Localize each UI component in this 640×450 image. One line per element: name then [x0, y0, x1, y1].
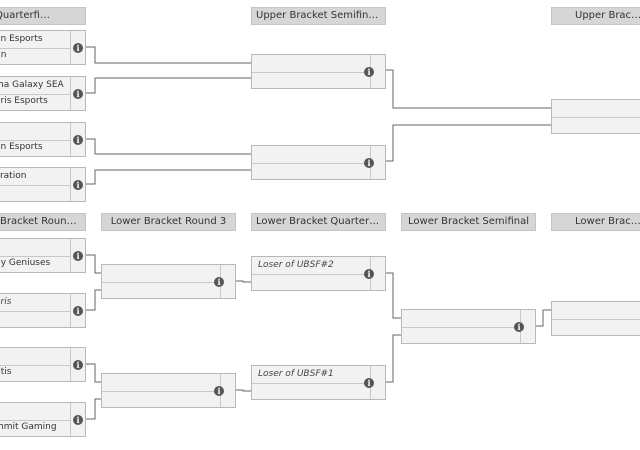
match-divider	[70, 403, 71, 436]
match-divider	[70, 31, 71, 64]
match-slot-team1	[102, 265, 221, 283]
info-icon[interactable]: i	[73, 180, 83, 190]
match-lower-r3-2: i	[101, 373, 236, 408]
team-name: un	[0, 50, 7, 60]
info-icon[interactable]: i	[73, 415, 83, 425]
match-upper-qf-4: cration i	[0, 167, 86, 202]
match-lower-qf-2: Loser of UBSF#1 i	[251, 365, 386, 400]
match-upper-final	[551, 99, 640, 134]
match-lower-r2-2: oris i	[0, 293, 86, 328]
header-upper-final: Upper Bracket	[551, 7, 640, 25]
match-divider	[70, 77, 71, 110]
match-slot-team2: on Esports	[0, 139, 71, 156]
info-icon[interactable]: i	[364, 269, 374, 279]
match-slot-team1: on Esports	[0, 31, 71, 49]
match-slot-team2: mmit Gaming	[0, 419, 71, 436]
match-slot-team2	[402, 326, 521, 343]
match-divider	[70, 123, 71, 156]
match-slot-team1: Loser of UBSF#1	[252, 366, 371, 384]
info-icon[interactable]: i	[214, 277, 224, 287]
match-divider	[70, 239, 71, 272]
header-upper-quarterfinals: Quarterfinals	[0, 7, 86, 25]
match-slot-team1: s	[0, 123, 71, 141]
info-icon[interactable]: i	[214, 386, 224, 396]
match-slot-team1	[102, 374, 221, 392]
match-slot-team1	[552, 302, 640, 320]
team-name: mmit Gaming	[0, 422, 57, 432]
match-slot-team1	[0, 403, 71, 421]
match-lower-r2-3: ntis i	[0, 347, 86, 382]
match-slot-team2	[102, 390, 221, 407]
match-slot-team1	[402, 310, 521, 328]
match-slot-team1: ma Galaxy SEA	[0, 77, 71, 95]
match-lower-r2-4: mmit Gaming i	[0, 402, 86, 437]
match-slot-team1	[252, 55, 371, 73]
info-icon[interactable]: i	[73, 43, 83, 53]
match-slot-team1	[552, 100, 640, 118]
match-slot-team1: cration	[0, 168, 71, 186]
match-slot-team2	[252, 162, 371, 179]
match-slot-team2	[0, 310, 71, 327]
match-slot-team2	[0, 184, 71, 201]
info-icon[interactable]: i	[73, 360, 83, 370]
info-icon[interactable]: i	[73, 306, 83, 316]
info-icon[interactable]: i	[364, 67, 374, 77]
team-name: ntis	[0, 367, 12, 377]
team-name: cration	[0, 171, 27, 181]
info-icon[interactable]: i	[514, 322, 524, 332]
header-upper-semifinals: Upper Bracket Semifinals	[251, 7, 386, 25]
team-name: Loser of UBSF#2	[258, 260, 334, 270]
match-lower-semifinal: i	[401, 309, 536, 344]
team-name: ma Galaxy SEA	[0, 80, 64, 90]
match-slot-team2	[552, 318, 640, 335]
info-icon[interactable]: i	[73, 135, 83, 145]
match-upper-qf-2: ma Galaxy SEA aris Esports i	[0, 76, 86, 111]
match-lower-qf-1: Loser of UBSF#2 i	[251, 256, 386, 291]
match-slot-team2	[252, 382, 371, 399]
team-name: Loser of UBSF#1	[258, 369, 334, 379]
match-divider	[70, 168, 71, 201]
match-slot-team1: Loser of UBSF#2	[252, 257, 371, 275]
match-slot-team2	[102, 281, 221, 298]
info-icon[interactable]: i	[73, 89, 83, 99]
match-upper-sf-2: i	[251, 145, 386, 180]
match-lower-r3-1: i	[101, 264, 236, 299]
info-icon[interactable]: i	[364, 378, 374, 388]
team-name: on Esports	[0, 34, 43, 44]
match-slot-team2: ntis	[0, 364, 71, 381]
match-slot-team2: aris Esports	[0, 93, 71, 110]
match-upper-sf-1: i	[251, 54, 386, 89]
header-lower-round-2: Bracket Round 2	[0, 213, 86, 231]
team-name: e	[0, 239, 1, 256]
team-name: aris Esports	[0, 96, 48, 106]
team-name: on Esports	[0, 142, 43, 152]
match-upper-qf-3: s on Esports i	[0, 122, 86, 157]
header-lower-round-3: Lower Bracket Round 3	[101, 213, 236, 231]
header-lower-quarterfinal: Lower Bracket Quarterfin...	[251, 213, 386, 231]
match-divider	[70, 348, 71, 381]
team-name: ny Geniuses	[0, 258, 51, 268]
match-slot-team1: oris	[0, 294, 71, 312]
match-upper-qf-1: on Esports un i	[0, 30, 86, 65]
info-icon[interactable]: i	[364, 158, 374, 168]
match-slot-team2: ny Geniuses	[0, 255, 71, 272]
match-slot-team2	[252, 273, 371, 290]
header-lower-semifinal: Lower Bracket Semifinal	[401, 213, 536, 231]
match-slot-team2: un	[0, 47, 71, 64]
match-slot-team1: e	[0, 239, 71, 257]
match-slot-team2	[252, 71, 371, 88]
match-slot-team1	[0, 348, 71, 366]
team-name: oris	[0, 297, 12, 307]
match-slot-team1	[252, 146, 371, 164]
info-icon[interactable]: i	[73, 251, 83, 261]
match-slot-team2	[552, 116, 640, 133]
header-lower-final: Lower Bracket	[551, 213, 640, 231]
match-lower-r2-1: e ny Geniuses i	[0, 238, 86, 273]
match-lower-final	[551, 301, 640, 336]
match-divider	[70, 294, 71, 327]
